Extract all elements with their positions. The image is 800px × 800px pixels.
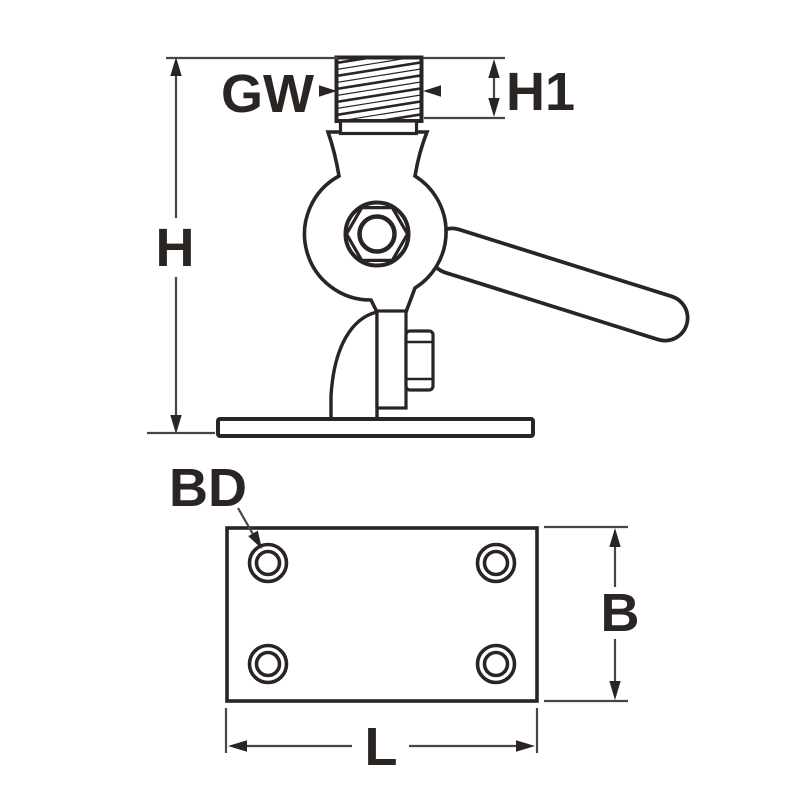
dim-label-h1: H1 <box>506 62 575 122</box>
dim-label-l: L <box>365 717 398 777</box>
plan-view: BD B L <box>169 458 640 777</box>
bracket-wedge <box>329 309 379 421</box>
dim-overall-height: H <box>147 56 338 435</box>
leader-arrow <box>248 530 262 549</box>
up-arrow <box>488 59 500 78</box>
down-arrow <box>609 681 621 700</box>
dim-label-gw: GW <box>221 64 314 124</box>
down-arrow <box>488 98 500 117</box>
thread-collar <box>338 119 419 136</box>
nut-hole <box>357 214 397 254</box>
hex-nut <box>343 200 411 268</box>
mounting-hole-bottom-right <box>475 643 517 685</box>
elevation-view: H GW H1 <box>147 55 690 438</box>
right-arrow <box>319 85 337 97</box>
down-arrow <box>170 415 182 434</box>
base-plate-side-view <box>216 417 535 438</box>
mounting-hole-top-right <box>475 542 517 584</box>
up-arrow <box>609 528 621 547</box>
bracket-plate <box>375 309 408 410</box>
dim-thread-length: H1 <box>423 56 575 122</box>
dim-plate-length: L <box>224 708 539 777</box>
ball-body <box>302 130 448 314</box>
dim-thread-size: GW <box>221 64 441 124</box>
dim-plate-width: B <box>544 525 640 703</box>
dim-label-h: H <box>156 218 195 278</box>
left-arrow <box>423 85 441 97</box>
swivel-bracket <box>329 309 435 421</box>
clamp-lever <box>427 226 690 343</box>
dim-label-bd: BD <box>169 458 247 518</box>
left-arrow <box>228 740 247 752</box>
dim-label-b: B <box>601 583 640 643</box>
dim-hole-diameter: BD <box>169 458 262 549</box>
nut-hexagon <box>344 206 410 262</box>
threaded-stud <box>334 55 424 123</box>
thread-hatching <box>338 59 420 120</box>
mounting-hole-top-left <box>247 542 289 584</box>
clamp-bolt <box>404 329 435 392</box>
up-arrow <box>170 57 182 76</box>
mounting-hole-bottom-left <box>247 643 289 685</box>
right-arrow <box>516 740 535 752</box>
